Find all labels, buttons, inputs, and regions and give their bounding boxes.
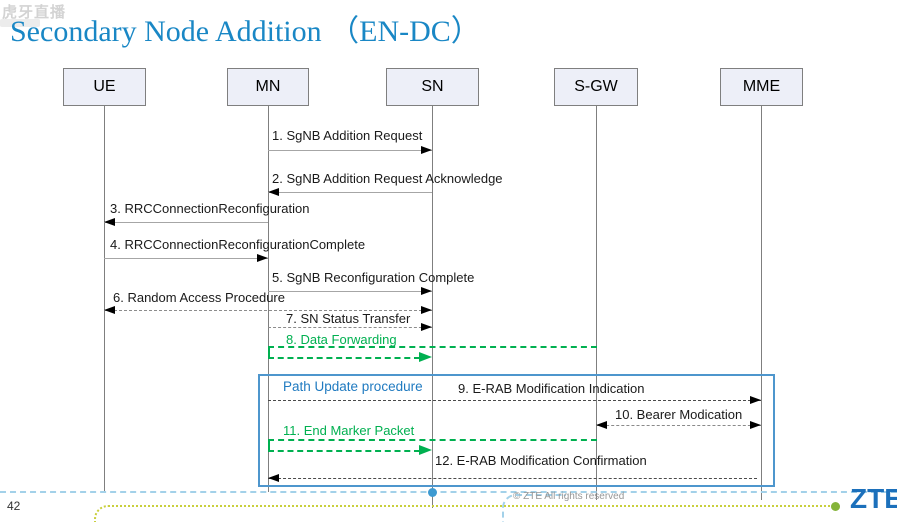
- message-2-arrowhead-left-icon: [268, 188, 279, 196]
- message-2-line: [268, 192, 432, 193]
- message-8-connector: [268, 347, 270, 357]
- actor-box-ue: UE: [63, 68, 146, 106]
- lifeline-ue: [104, 106, 105, 492]
- actor-box-mn: MN: [227, 68, 309, 106]
- lifeline-sgw: [596, 106, 597, 500]
- message-3-label: 3. RRCConnectionReconfiguration: [110, 201, 310, 216]
- message-5-label: 5. SgNB Reconfiguration Complete: [272, 270, 475, 285]
- footer-placeholder-corner: [502, 494, 566, 522]
- message-3-line: [104, 222, 268, 223]
- message-12-label: 12. E-RAB Modification Confirmation: [435, 453, 647, 468]
- message-1-label: 1. SgNB Addition Request: [272, 128, 423, 143]
- message-8-line-upper: [268, 346, 597, 348]
- message-7-label: 7. SN Status Transfer: [286, 311, 411, 326]
- stream-watermark: 虎牙直播: [2, 4, 67, 21]
- footer-placeholder-dashed-line: [0, 491, 897, 493]
- message-4-arrowhead-right-icon: [257, 254, 268, 262]
- message-1-line: [268, 150, 432, 151]
- message-11-connector: [268, 440, 270, 450]
- message-9-line: [268, 400, 761, 401]
- lifeline-mme: [761, 106, 762, 500]
- message-8-label: 8. Data Forwarding: [286, 332, 397, 347]
- footer-green-dot-icon: [831, 502, 840, 511]
- copyright-text: © ZTE All rights reserved: [513, 491, 625, 502]
- message-6-line: [104, 310, 432, 311]
- message-4-label: 4. RRCConnectionReconfigurationComplete: [110, 237, 366, 252]
- message-11-line-lower: [268, 450, 420, 452]
- footer-dotted-divider: [94, 505, 836, 522]
- message-1-arrowhead-right-icon: [421, 146, 432, 154]
- message-9-arrowhead-right-icon: [750, 396, 761, 404]
- zte-logo: ZTE: [850, 483, 897, 514]
- path-update-procedure-box: [258, 374, 775, 487]
- message-12-line: [268, 478, 757, 479]
- message-5-arrowhead-right-icon: [421, 287, 432, 295]
- message-11-label: 11. End Marker Packet: [283, 423, 415, 438]
- page-title: Secondary Node Addition （EN-DC）: [10, 15, 481, 48]
- actor-label-mn: MN: [255, 78, 281, 95]
- actor-label-ue: UE: [93, 78, 116, 95]
- message-10-label: 10. Bearer Modication: [615, 407, 743, 422]
- message-6-arrowhead-right-icon: [421, 306, 432, 314]
- message-5-line: [268, 291, 432, 292]
- message-11-arrowhead-right-icon: [419, 445, 432, 455]
- message-6-label: 6. Random Access Procedure: [113, 290, 285, 305]
- actor-label-sgw: S-GW: [574, 78, 618, 95]
- message-8-arrowhead-right-icon: [419, 352, 432, 362]
- actor-box-mme: MME: [720, 68, 803, 106]
- lifeline-sn: [432, 106, 433, 508]
- message-3-arrowhead-left-icon: [104, 218, 115, 226]
- message-9-label: 9. E-RAB Modification Indication: [458, 381, 645, 396]
- message-7-arrowhead-right-icon: [421, 323, 432, 331]
- message-8-line-lower: [268, 357, 420, 359]
- lifeline-mn: [268, 106, 269, 492]
- message-7-line: [268, 327, 432, 328]
- actor-box-sn: SN: [386, 68, 479, 106]
- message-6-arrowhead-left-icon: [104, 306, 115, 314]
- message-2-label: 2. SgNB Addition Request Acknowledge: [272, 171, 503, 186]
- message-4-line: [104, 258, 268, 259]
- message-10-arrowhead-right-icon: [750, 421, 761, 429]
- message-11-line-upper: [268, 439, 597, 441]
- message-12-arrowhead-left-icon: [268, 474, 279, 482]
- message-10-arrowhead-left-icon: [596, 421, 607, 429]
- actor-label-mme: MME: [742, 78, 781, 95]
- footer-blue-dot: [428, 488, 437, 497]
- page-number: 42: [7, 499, 21, 513]
- actor-box-sgw: S-GW: [554, 68, 638, 106]
- stream-watermark-subbadge: [0, 19, 40, 27]
- message-10-line: [596, 425, 761, 426]
- path-update-procedure-label: Path Update procedure: [283, 379, 423, 394]
- actor-label-sn: SN: [421, 78, 444, 95]
